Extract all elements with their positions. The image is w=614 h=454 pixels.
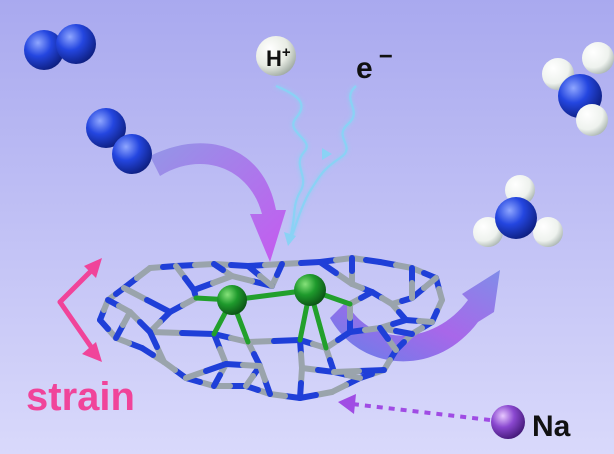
- framework-bond: [147, 329, 160, 350]
- framework-bond: [121, 285, 150, 303]
- electron-arrow-head: [284, 232, 296, 246]
- framework-bond: [421, 275, 439, 291]
- n2-binding-arrow: [150, 143, 286, 262]
- nh3-molecule-icon: [542, 42, 614, 136]
- framework-bond: [297, 380, 304, 401]
- framework-bond: [298, 259, 323, 266]
- strain-arrow-head-up: [84, 258, 102, 278]
- framework-bond: [257, 273, 275, 289]
- framework-bond: [192, 261, 217, 268]
- framework-bond: [257, 363, 268, 383]
- framework-bond: [211, 261, 226, 273]
- electron-arrow-mark: [322, 148, 332, 160]
- framework-bond: [393, 328, 415, 337]
- electron-charge: −: [379, 43, 393, 70]
- framework-bond: [120, 309, 133, 328]
- framework-bond: [144, 297, 173, 315]
- metal-atom-icon: [294, 274, 326, 306]
- framework-bond: [279, 260, 304, 267]
- framework-bond: [203, 361, 229, 374]
- n2-molecule-icon: [86, 108, 152, 174]
- catalyst-framework: [97, 255, 445, 401]
- framework-bond: [245, 338, 277, 345]
- framework-bond: [134, 265, 153, 281]
- electron-label: e−: [356, 43, 393, 85]
- framework-bond: [147, 329, 185, 336]
- framework-bond: [229, 273, 255, 284]
- nh3-molecule-icon: [473, 175, 563, 247]
- n2-molecule-icon: [24, 24, 96, 70]
- proton-charge: +: [282, 44, 291, 61]
- proton-sphere-icon: [256, 36, 296, 76]
- framework-bond: [211, 372, 223, 389]
- framework-bond: [377, 325, 391, 342]
- sodium-label: Na: [532, 410, 571, 443]
- framework-bond: [243, 373, 256, 389]
- framework-bond: [182, 275, 197, 293]
- proton-label: H+: [266, 44, 291, 71]
- framework-bond: [183, 368, 209, 381]
- framework-bond: [356, 367, 387, 374]
- framework-bond: [274, 261, 285, 278]
- strain-arrow-head-down: [82, 342, 102, 362]
- framework-bond: [179, 330, 217, 337]
- framework-bond: [191, 280, 216, 293]
- framework-bond: [331, 368, 362, 375]
- framework-bond: [333, 270, 355, 287]
- nh3-release-arrow: [330, 270, 500, 362]
- electron-transfer-paths: [275, 84, 357, 239]
- sodium-atom-icon: [491, 405, 525, 439]
- sodium-arrow-head: [338, 394, 356, 414]
- metal-atom-icon: [217, 285, 247, 315]
- strain-label: strain: [26, 375, 135, 419]
- framework-bond: [416, 318, 435, 325]
- framework-bond: [390, 317, 409, 327]
- framework-bond: [271, 337, 303, 344]
- framework-bond: [317, 259, 339, 276]
- framework-bond: [344, 372, 363, 381]
